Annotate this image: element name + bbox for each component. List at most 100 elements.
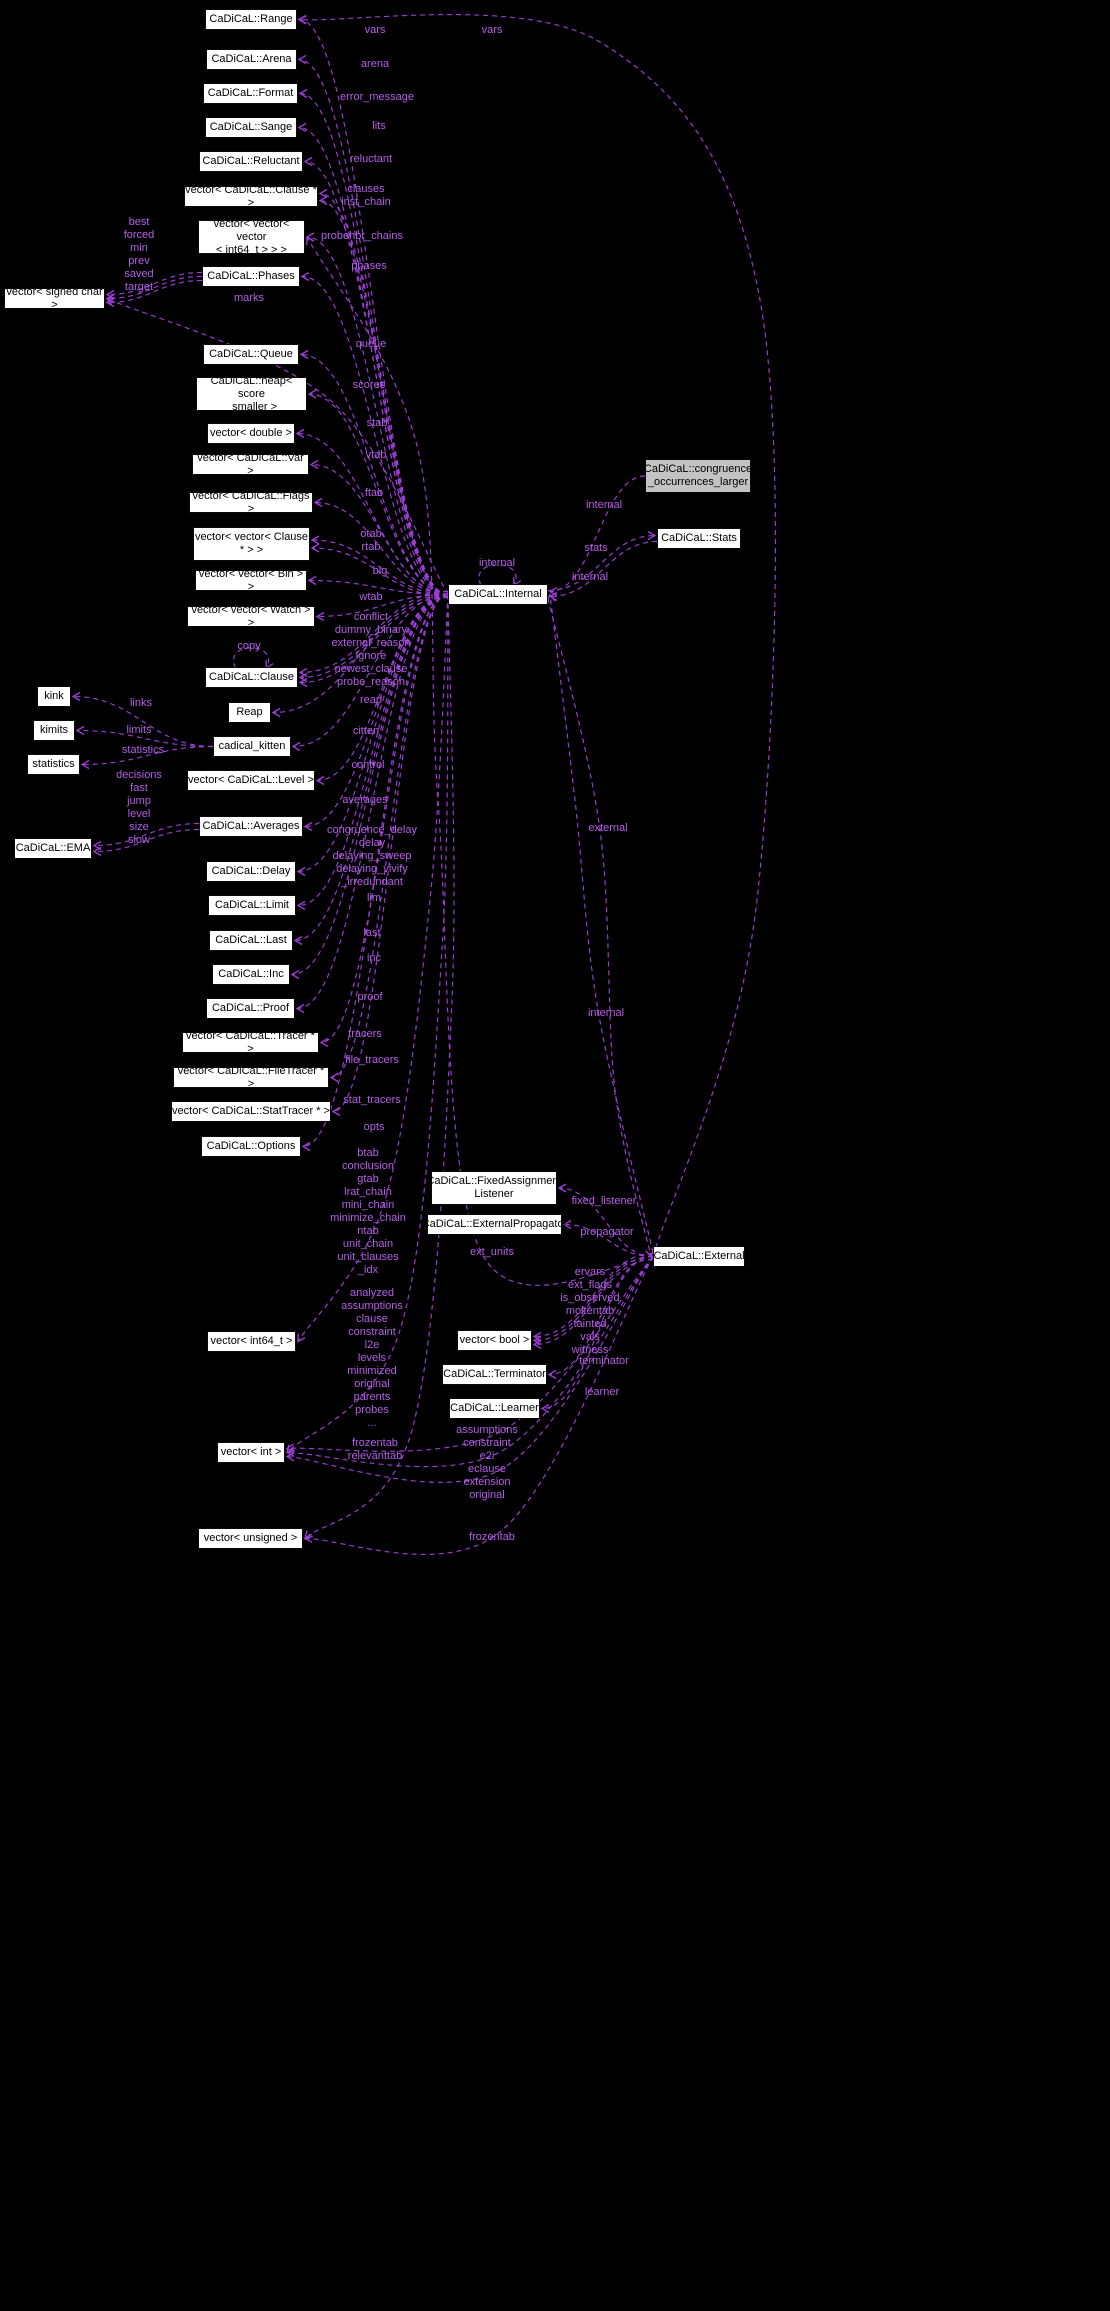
node-queue[interactable]: CaDiCaL::Queue	[203, 344, 299, 365]
edge-internal-reluctant	[303, 156, 449, 596]
edge-internal-range	[297, 14, 449, 596]
node-vvar[interactable]: vector< CaDiCaL::Var >	[192, 452, 309, 477]
edge-internal-kitten	[291, 593, 449, 752]
node-vstattracer[interactable]: vector< CaDiCaL::StatTracer * >	[171, 1101, 331, 1122]
edge-label-last: last	[363, 927, 381, 939]
edge-label-internal: internal	[571, 571, 609, 583]
node-vbool[interactable]: vector< bool >	[457, 1330, 532, 1351]
edge-label-statistics: statistics	[121, 744, 165, 756]
edge-label-stats: stats	[584, 542, 608, 554]
edge-label-external: external	[588, 822, 628, 834]
node-reluctant[interactable]: CaDiCaL::Reluctant	[199, 151, 303, 172]
node-fixedlistener[interactable]: CaDiCaL::FixedAssignment Listener	[426, 1171, 562, 1205]
node-vlevel[interactable]: vector< CaDiCaL::Level >	[187, 770, 315, 791]
node-vint64[interactable]: vector< int64_t >	[207, 1331, 296, 1352]
edge-label-propagator: propagator	[580, 1226, 634, 1238]
edge-internal-vsignedchar	[105, 297, 449, 595]
edge-phases-vsignedchar	[105, 275, 203, 304]
node-clause[interactable]: CaDiCaL::Clause	[205, 667, 298, 688]
node-terminator[interactable]: CaDiCaL::Terminator	[442, 1364, 547, 1385]
edge-label-marks: marks	[234, 292, 264, 304]
node-averages[interactable]: CaDiCaL::Averages	[199, 816, 303, 837]
node-external[interactable]: CaDiCaL::External	[653, 1246, 745, 1267]
node-internal[interactable]: CaDiCaL::Internal	[448, 584, 548, 605]
node-vvwatch[interactable]: vector< vector< Watch > >	[187, 604, 315, 629]
edge-internal-external	[547, 598, 655, 1258]
node-vunsigned[interactable]: vector< unsigned >	[198, 1528, 303, 1549]
edge-label-assumptions: assumptions constraint e2i eclause exten…	[456, 1424, 518, 1501]
node-reap[interactable]: Reap	[228, 702, 271, 723]
node-vfiletracer[interactable]: vector< CaDiCaL::FileTracer * >	[173, 1065, 329, 1090]
edge-label-probehbr_chains: probehbr_chains	[321, 230, 403, 242]
edge-external-terminator	[547, 1255, 654, 1380]
edge-internal-vvvint64	[305, 232, 449, 596]
edge-label-lits: lits	[372, 120, 386, 132]
node-vint[interactable]: vector< int >	[217, 1442, 285, 1463]
edge-internal-arena	[297, 54, 449, 596]
node-kimits[interactable]: kimits	[33, 720, 75, 741]
node-format[interactable]: CaDiCaL::Format	[203, 83, 298, 104]
node-sange[interactable]: CaDiCaL::Sange	[205, 117, 297, 138]
edge-internal-clause	[298, 590, 449, 678]
edge-label-file_tracers: file_tracers	[345, 1054, 399, 1066]
edge-phases-vsignedchar	[105, 271, 203, 300]
node-learner[interactable]: CaDiCaL::Learner	[449, 1398, 540, 1419]
edge-label-averages: averages	[342, 794, 388, 806]
node-limit[interactable]: CaDiCaL::Limit	[208, 895, 296, 916]
edge-kitten-kink	[71, 691, 214, 748]
edge-label-stat_tracers: stat_tracers	[343, 1094, 401, 1106]
edge-internal-vvclause	[310, 535, 449, 596]
node-vsignedchar[interactable]: vector< signed char >	[4, 286, 105, 311]
edge-internal-clause	[298, 596, 449, 688]
edge-label-fixed_listener: fixed_listener	[571, 1195, 637, 1207]
edge-external-vint	[285, 1256, 654, 1453]
node-phases[interactable]: CaDiCaL::Phases	[202, 266, 300, 287]
node-kink[interactable]: kink	[37, 686, 71, 707]
edge-internal-inc	[290, 593, 449, 980]
node-proof[interactable]: CaDiCaL::Proof	[206, 998, 295, 1019]
node-last[interactable]: CaDiCaL::Last	[209, 930, 293, 951]
node-vdouble[interactable]: vector< double >	[207, 423, 295, 444]
node-kitten[interactable]: cadical_kitten	[213, 736, 291, 757]
edge-label-analyzed: analyzed assumptions clause constraint l…	[341, 1287, 403, 1429]
edge-label-best: best forced min prev saved target	[123, 216, 155, 293]
edge-label-wtab: wtab	[359, 591, 383, 603]
edge-label-btab: btab conclusion gtab lrat_chain mini_cha…	[330, 1147, 406, 1276]
edge-internal-vclauseptr	[318, 188, 449, 596]
edge-label-queue: queue	[355, 338, 387, 350]
edge-averages-ema	[92, 822, 200, 851]
node-options[interactable]: CaDiCaL::Options	[201, 1136, 301, 1157]
edge-label-scores: scores	[352, 379, 386, 391]
node-vclauseptr[interactable]: vector< CaDiCaL::Clause * >	[184, 183, 318, 209]
node-vvclause[interactable]: vector< vector< Clause * > >	[193, 527, 310, 561]
edge-internal-delay	[296, 593, 449, 877]
edge-external-vvvint64	[306, 235, 654, 1286]
node-heap[interactable]: CaDiCaL::heap< score _smaller >	[196, 375, 307, 413]
edge-internal-proof	[295, 593, 449, 1014]
edge-label-terminator: terminator	[579, 1355, 629, 1367]
node-range[interactable]: CaDiCaL::Range	[205, 9, 297, 30]
node-statistics[interactable]: statistics	[27, 754, 80, 775]
node-delay[interactable]: CaDiCaL::Delay	[206, 861, 296, 882]
edge-label-reluctant: reluctant	[349, 153, 393, 165]
node-stats[interactable]: CaDiCaL::Stats	[657, 528, 741, 549]
node-inc[interactable]: CaDiCaL::Inc	[212, 964, 290, 985]
node-arena[interactable]: CaDiCaL::Arena	[206, 49, 297, 70]
node-vvbin[interactable]: vector< vector< Bin > >	[195, 568, 307, 593]
edge-label-error_message: error_message	[340, 91, 414, 103]
edge-label-limits: limits	[126, 724, 152, 736]
edge-label-big: big	[372, 565, 388, 577]
edge-internal-reap	[271, 593, 449, 718]
node-vtracer[interactable]: vector< CaDiCaL::Tracer * >	[182, 1030, 319, 1055]
node-extprop[interactable]: CaDiCaL::ExternalPropagator	[422, 1214, 567, 1235]
node-ema[interactable]: CaDiCaL::EMA	[14, 838, 92, 859]
edge-label-conflict: conflict dummy_binary external_reason ig…	[331, 611, 411, 688]
node-vvvint64[interactable]: vector< vector< vector < int64_t > > >	[198, 218, 305, 256]
node-cong[interactable]: CaDiCaL::congruence _occurrences_larger	[644, 459, 752, 493]
edge-internal-vfiletracer	[329, 593, 449, 1083]
node-vflags[interactable]: vector< CaDiCaL::Flags >	[189, 490, 313, 515]
edge-stats-internal	[548, 540, 658, 602]
edge-label-decisions: decisions fast jump level size slow	[116, 769, 162, 846]
